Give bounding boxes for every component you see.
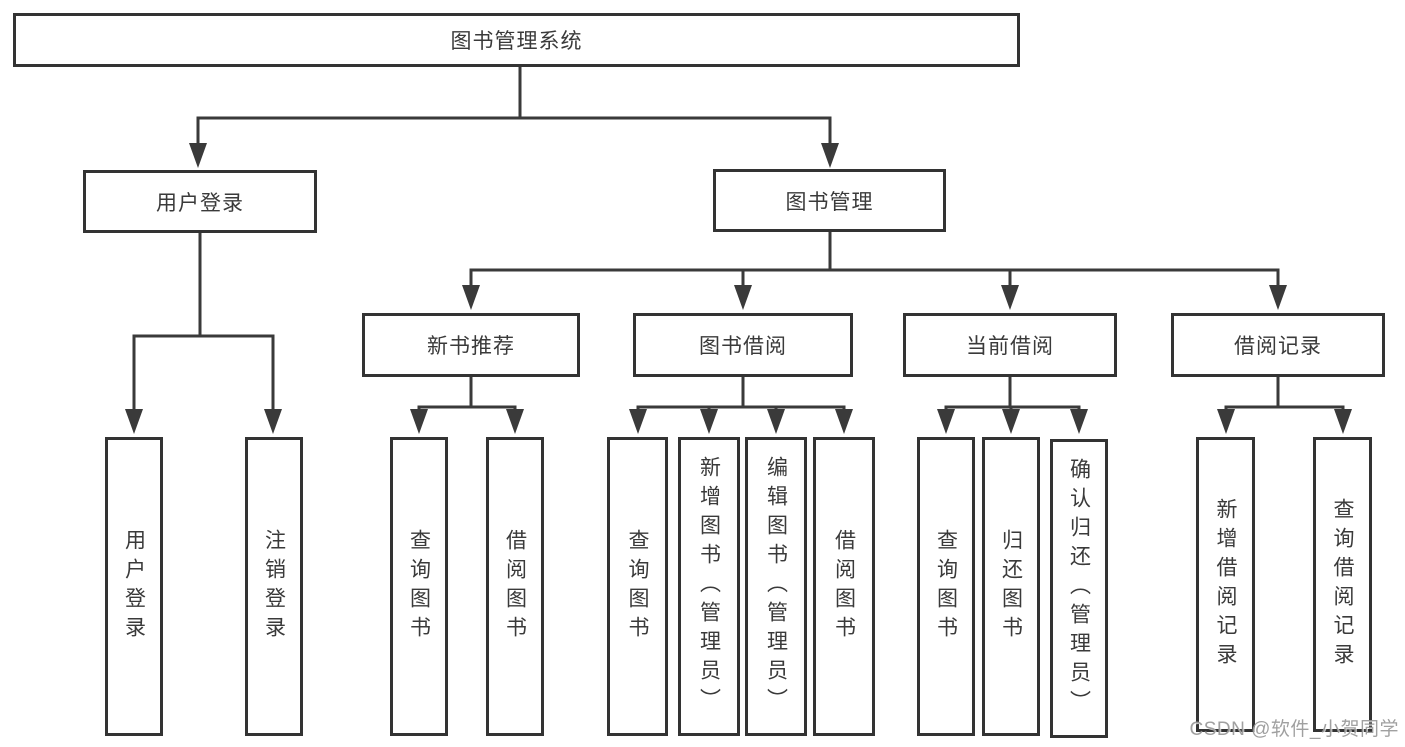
node-book-management: 图书管理 [713,169,946,232]
leaf-cb-return-book: 归还图书 [982,437,1040,736]
arrowhead-icon [1334,409,1352,434]
arrowhead-icon [1002,409,1020,434]
node-new-book-recommendation: 新书推荐 [362,313,580,377]
arrowhead-icon [767,409,785,434]
arrowhead-icon [1269,285,1287,310]
arrowhead-icon [264,409,282,434]
leaf-bb-query-book: 查询图书 [607,437,668,736]
arrowhead-icon [1070,409,1088,434]
leaf-logout: 注销登录 [245,437,303,736]
leaf-nb-query-book: 查询图书 [390,437,448,736]
leaf-cb-confirm-return-admin: 确认归还（管理员） [1050,439,1108,738]
node-current-borrowing: 当前借阅 [903,313,1117,377]
leaf-bb-borrow-book: 借阅图书 [813,437,875,736]
node-root: 图书管理系统 [13,13,1020,67]
arrowhead-icon [1001,285,1019,310]
edge-userlogin-to-leaves [132,231,275,414]
arrowhead-icon [734,285,752,310]
leaf-br-query-record: 查询借阅记录 [1313,437,1372,732]
arrowhead-icon [410,409,428,434]
leaf-br-add-record: 新增借阅记录 [1196,437,1255,732]
arrowhead-icon [700,409,718,434]
leaf-cb-query-book: 查询图书 [917,437,975,736]
arrowhead-icon [506,409,524,434]
edge-bookmgmt-to-level3 [469,230,1280,290]
watermark: CSDN @软件_小贺同学 [1189,719,1399,740]
edge-root-to-level2 [196,64,832,148]
edge-records-to-leaves [1224,375,1345,414]
edge-newbook-to-leaves [417,375,517,414]
leaf-user-login: 用户登录 [105,437,163,736]
arrowhead-icon [629,409,647,434]
edge-borrowing-to-leaves [636,375,846,414]
node-borrowing-records: 借阅记录 [1171,313,1385,377]
arrowhead-icon [189,143,207,168]
node-book-borrowing: 图书借阅 [633,313,853,377]
arrowheads [125,143,1352,434]
arrowhead-icon [835,409,853,434]
leaf-nb-borrow-book: 借阅图书 [486,437,544,736]
arrowhead-icon [937,409,955,434]
leaf-bb-edit-book-admin: 编辑图书（管理员） [745,437,807,736]
arrowhead-icon [125,409,143,434]
arrowhead-icon [462,285,480,310]
arrowhead-icon [1217,409,1235,434]
leaf-bb-add-book-admin: 新增图书（管理员） [678,437,740,736]
edge-current-to-leaves [944,375,1081,414]
arrowhead-icon [821,143,839,168]
node-user-login: 用户登录 [83,170,317,233]
